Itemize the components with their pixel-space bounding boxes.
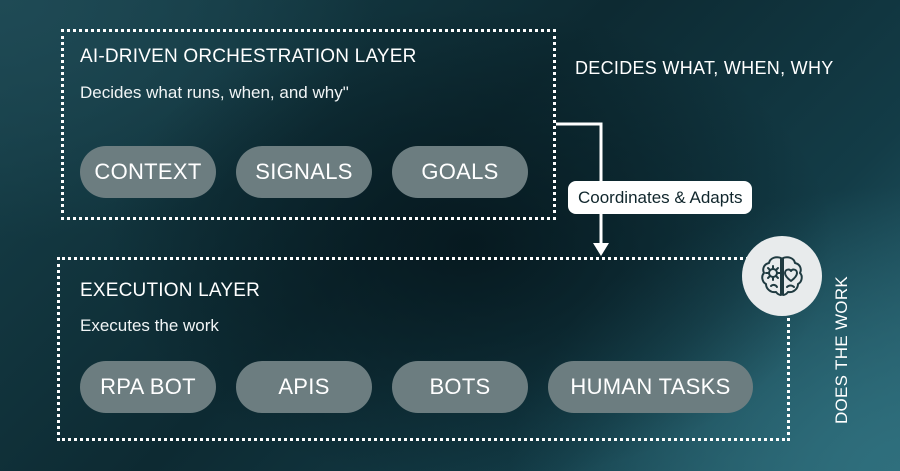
- coordinates-adapts-badge: Coordinates & Adapts: [568, 181, 753, 214]
- orchestration-layer-subtitle: Decides what runs, when, and why": [80, 83, 349, 102]
- pill-goals: GOALS: [392, 146, 528, 198]
- pill-rpa-bot: RPA BOT: [80, 361, 216, 413]
- pill-human-tasks: HUMAN TASKS: [548, 361, 753, 413]
- decides-side-label: DECIDES WHAT, WHEN, WHY: [575, 58, 834, 78]
- pill-context: CONTEXT: [80, 146, 216, 198]
- pill-signals: SIGNALS: [236, 146, 372, 198]
- brain-gear-heart-icon: [761, 256, 803, 296]
- orchestration-layer-box: [61, 29, 556, 220]
- execution-layer-title: EXECUTION LAYER: [80, 280, 261, 301]
- execution-layer-subtitle: Executes the work: [80, 316, 219, 335]
- arrow-down-icon: [593, 243, 609, 256]
- brain-badge: [742, 236, 822, 316]
- does-side-label: DOES THE WORK: [832, 275, 851, 425]
- pill-bots: BOTS: [392, 361, 528, 413]
- pill-apis: APIS: [236, 361, 372, 413]
- orchestration-layer-title: AI-DRIVEN ORCHESTRATION LAYER: [80, 46, 417, 67]
- execution-layer-box: [57, 257, 790, 441]
